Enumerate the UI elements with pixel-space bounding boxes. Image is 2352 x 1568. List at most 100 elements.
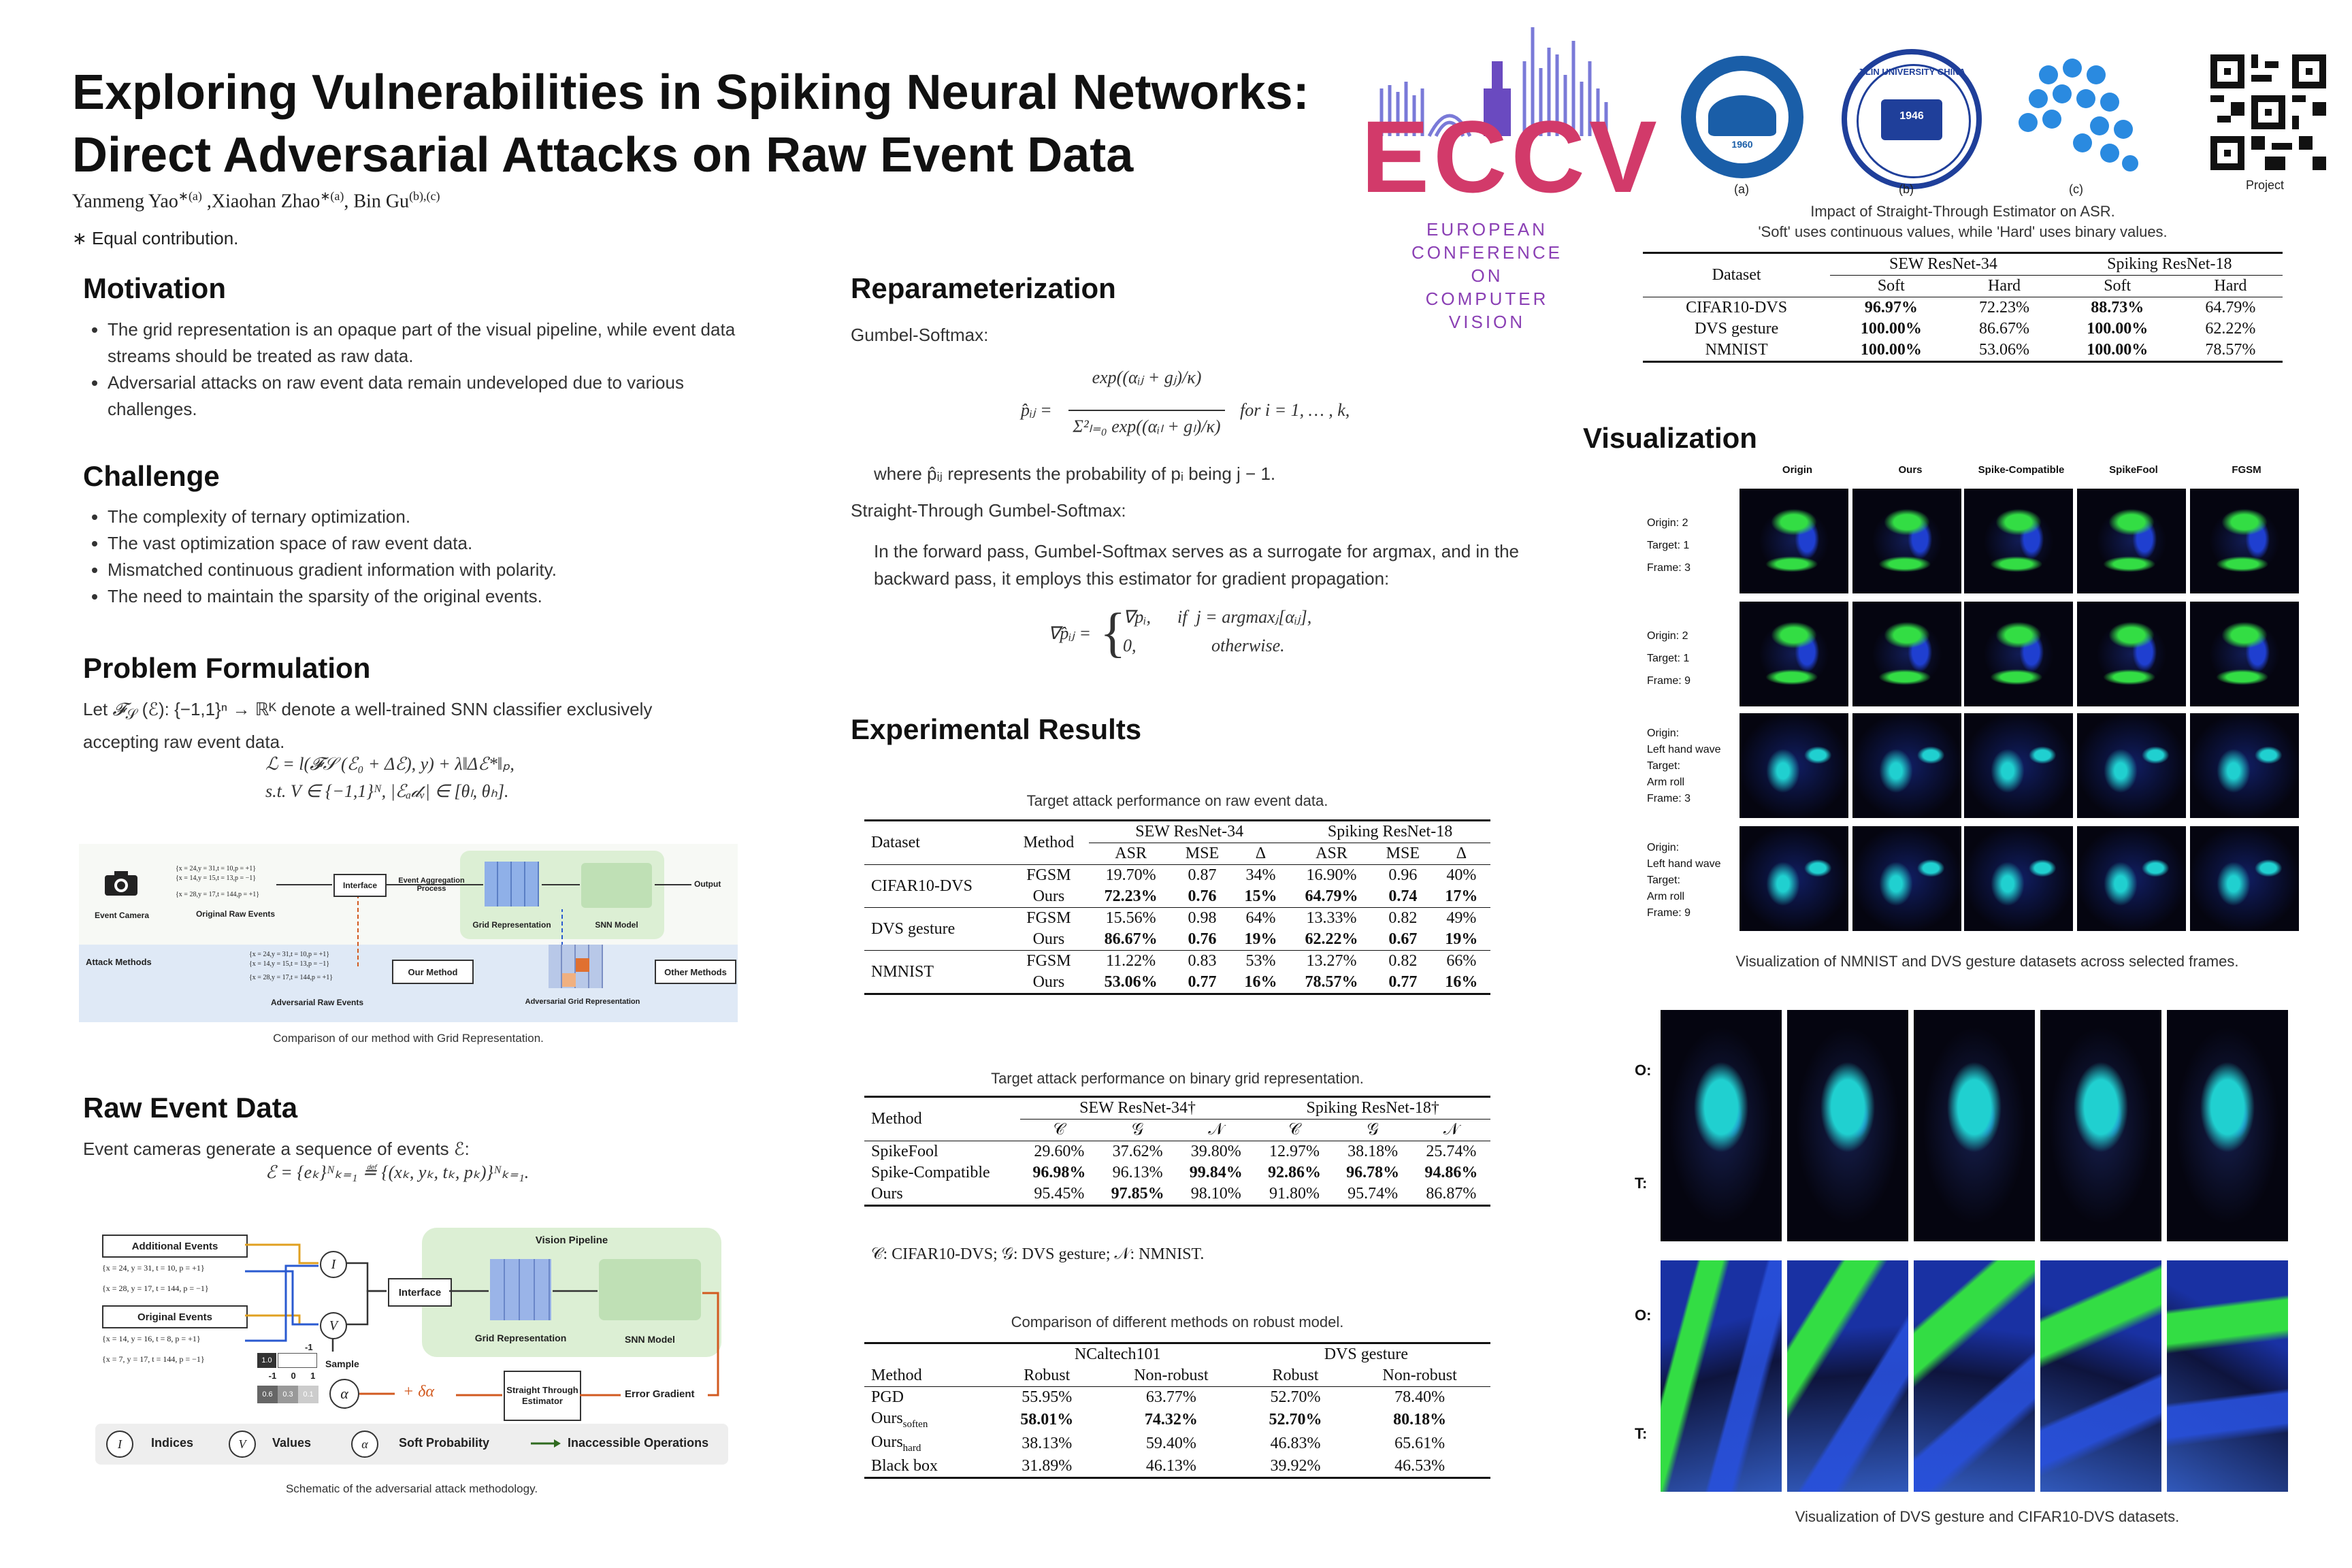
table-cell: 96.98% [1032,1164,1086,1181]
challenge-heading: Challenge [83,460,220,492]
table-cell: 52.70% [1270,1388,1321,1406]
eccv-sub-4: VISION [1448,312,1526,332]
visualization-caption-2: Visualization of DVS gesture and CIFAR10… [1795,1508,2180,1525]
viz-row-4-labels: Origin: Left hand wave Target: Arm roll … [1647,840,1721,921]
problem-math: 𝓕 [112,700,126,719]
problem-text: Let 𝓕𝒮 (ℰ): {−1,1}ⁿ → ℝᴷ denote a well-t… [83,696,723,755]
legend-values-label: Values [272,1436,312,1450]
snn-model-graphic [581,863,652,908]
viz-row-label: Arm roll [1647,891,1685,902]
table-header: 𝒢 [1132,1121,1144,1139]
figure-arrows [276,884,691,966]
event-camera-label: Event Camera [94,911,150,920]
adversarial-grid-label: Adversarial Grid Representation [525,998,640,1006]
event-entry: {x = 28,y = 17,t = 144,p = +1} [249,974,333,981]
table-cell: 86.87% [1426,1185,1477,1203]
visualization-image [1964,602,2073,706]
table-cell: 86.67% [1104,930,1158,948]
table-header: Robust [1272,1367,1319,1384]
eccv-subtitle: EUROPEAN CONFERENCE ON COMPUTER VISION [1409,218,1565,333]
table-header: Method [871,1110,922,1128]
project-qr-code[interactable] [2210,54,2326,170]
table-cell: 13.27% [1306,952,1357,970]
viz-row-3-labels: Origin: Left hand wave Target: Arm roll … [1647,725,1721,807]
viz-row-label: Frame: 9 [1647,675,1691,687]
where-text: where p̂ᵢⱼ represents the probability of… [874,463,1276,484]
author-1: Yanmeng Yao [72,191,178,212]
table-cell: 72.23% [1979,299,2030,316]
table-cell: 98.10% [1190,1185,1241,1203]
event-entry: {x = 24,y = 31,t = 10,p = +1} [249,951,330,958]
table-cell: 97.85% [1111,1185,1164,1203]
challenge-list: The complexity of ternary optimization. … [83,504,761,610]
table-cell: 63.77% [1145,1388,1196,1406]
table-cell: 49% [1446,909,1477,927]
viz-origin-label: O: [1635,1307,1652,1324]
table-cell: 13.33% [1306,909,1357,927]
table-header: Δ [1255,845,1267,862]
eccv-wordmark: ECCV [1361,99,1661,214]
green-arrow-icon [531,1439,561,1448]
viz-col-label: Spike-Compatible [1978,464,2065,476]
eccv-skyline-graphic [1379,27,1608,137]
table-header: Non-robust [1134,1367,1209,1384]
table-cell: 64.79% [1305,887,1358,905]
table-cell: Ours [871,1185,903,1203]
table-cell: 100.00% [2087,341,2149,359]
visualization-image [2040,1010,2161,1241]
grid-representation-graphic [485,862,539,906]
table-cell: 46.83% [1270,1434,1321,1452]
table-header: 𝒞 [1288,1121,1301,1139]
table-cell: 0.87 [1188,866,1217,884]
table-header: Δ [1456,845,1467,862]
table-cell: 31.89% [1022,1456,1073,1475]
table-cell: PGD [871,1388,904,1406]
visualization-heading: Visualization [1583,422,1757,454]
our-method-box: Our Method [392,960,474,984]
event-entry: {x = 14,y = 15,t = 13,p = −1} [249,960,330,968]
table-cell: Ours [871,1433,903,1451]
eccv-logo: ECCV EUROPEAN CONFERENCE ON COMPUTER VIS… [1361,20,1657,332]
problem-text-a: Let [83,699,113,719]
straight-through-estimator-box: Straight Through Estimator [504,1371,581,1421]
table-header: Method [1023,834,1075,851]
table-cell: DVS gesture [871,919,956,938]
viz-row-label: Origin: [1647,728,1680,739]
table-cell: 100.00% [1860,341,1922,359]
legend-soft-probability-label: Soft Probability [399,1436,490,1450]
table-cell: 15% [1244,887,1277,905]
table-cell: 88.73% [2091,299,2144,316]
table-cell: 0.77 [1388,973,1418,991]
visualization-image [2077,826,2186,931]
table-cell: 0.76 [1188,930,1217,948]
scale-label: 1 [310,1371,316,1381]
gumbel-equation: p̂ᵢⱼ = exp((αᵢⱼ + gⱼ)/κ) Σ²ₗ₌₀ exp((αᵢₗ … [1021,368,1402,456]
visualization-image [1740,602,1848,706]
original-raw-events-label: Original Raw Events [195,909,276,919]
viz-row-label: Frame: 3 [1647,562,1691,574]
table-row: DVS gesture 100.00%86.67% 100.00%62.22% [1643,318,2283,340]
table-header: MSE [1386,845,1420,862]
table-header: Soft [1877,277,1905,295]
table-header: SEW ResNet-34† [1019,1096,1256,1120]
table-cell: 94.86% [1424,1164,1478,1181]
viz-row-label: Arm roll [1647,777,1685,788]
table-cell: 100.00% [1860,320,1922,338]
problem-equation-2: s.t. V ∈ {−1,1}ᴺ, |ℰₐ𝒹ᵥ| ∈ [θₗ, θₕ]. [265,781,509,801]
table-cell: 78.57% [1305,973,1358,991]
ste-table-caption-1: Impact of Straight-Through Estimator on … [1810,203,2115,220]
visualization-image [2077,489,2186,593]
list-item: Mismatched continuous gradient informati… [108,557,761,583]
logo-label-a: (a) [1734,182,1749,196]
method-subscript: soften [902,1418,928,1430]
table-cell: NMNIST [1705,341,1768,359]
table-row: Ours 95.45%97.85%98.10% 91.80%95.74%86.8… [864,1183,1490,1206]
table-cell: SpikeFool [871,1143,938,1160]
figure-2-caption: Schematic of the adversarial attack meth… [285,1482,538,1495]
table-header: DVS gesture [1324,1345,1409,1363]
sample-label: Sample [325,1358,359,1369]
table-row: Ourshard 38.13%59.40% 46.83%65.61% [864,1432,1490,1456]
molecule-logo [2019,59,2138,172]
